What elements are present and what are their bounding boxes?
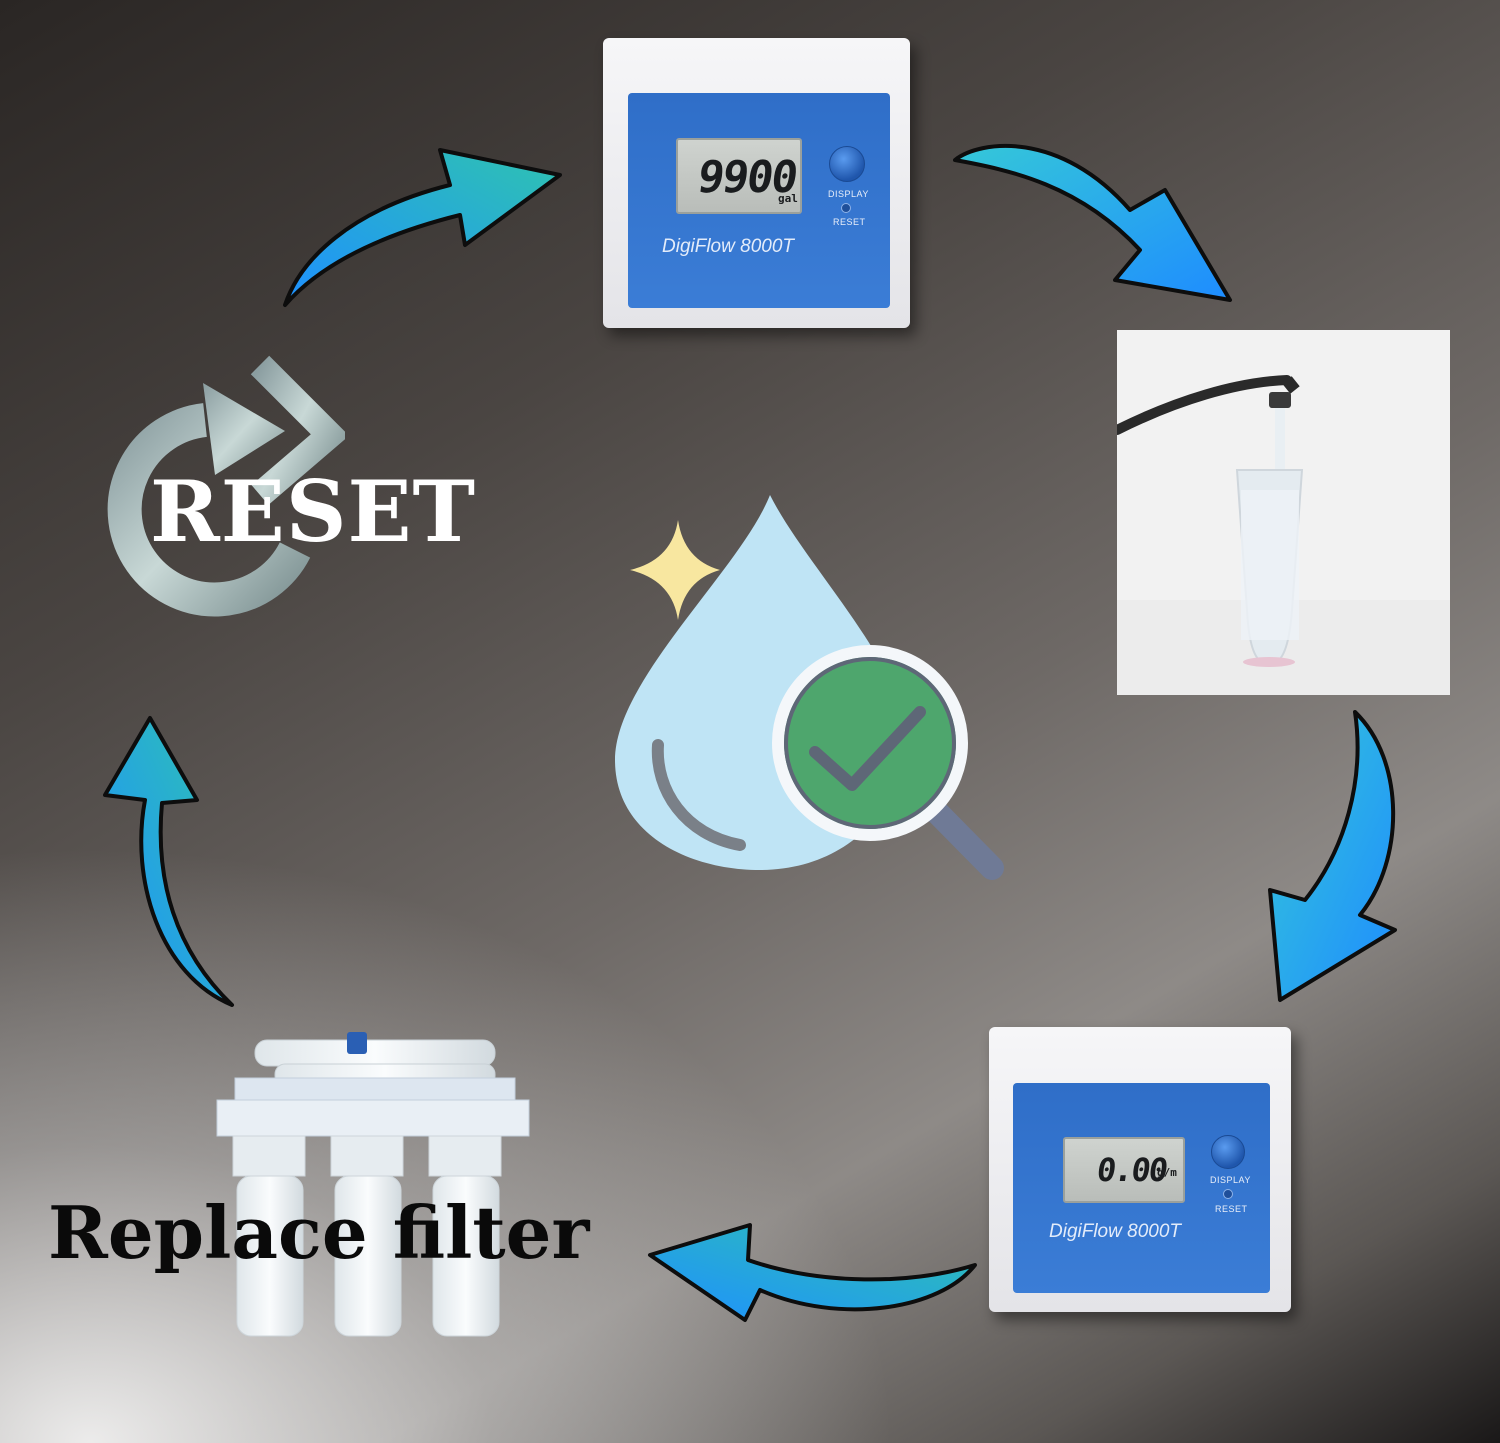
reset-step-label: RESET — [150, 462, 477, 561]
flow-arrow-icon — [953, 143, 1232, 302]
sparkle-icon — [630, 520, 720, 620]
meter-brand: DigiFlow 8000T — [1049, 1221, 1181, 1242]
reset-cycle-icon — [107, 355, 345, 617]
meter-brand: DigiFlow 8000T — [662, 236, 794, 257]
display-label: DISPLAY — [828, 189, 869, 199]
meter-unit: gal — [778, 192, 798, 205]
reset-label: RESET — [1215, 1204, 1248, 1214]
meter-lcd: 0.00 g/m — [1063, 1137, 1185, 1203]
meter-panel: 9900 gal DISPLAY RESET DigiFlow 8000T — [628, 93, 890, 308]
meter-panel: 0.00 g/m DISPLAY RESET DigiFlow 8000T — [1013, 1083, 1270, 1293]
reset-led — [1223, 1189, 1233, 1199]
flow-arrow-icon — [283, 148, 562, 307]
display-button[interactable] — [1211, 1135, 1245, 1169]
filter-system-illustration — [216, 1032, 530, 1337]
meter-unit: g/m — [1157, 1166, 1177, 1179]
meter-lcd: 9900 gal — [676, 138, 802, 214]
reset-label: RESET — [833, 217, 866, 227]
flow-meter-bottom: 0.00 g/m DISPLAY RESET DigiFlow 8000T — [989, 1027, 1291, 1312]
reset-led — [841, 203, 851, 213]
faucet-glass-illustration — [1112, 330, 1450, 695]
display-label: DISPLAY — [1210, 1175, 1251, 1185]
flow-arrow-icon — [648, 1223, 977, 1322]
faucet-glass-photo — [1112, 330, 1450, 695]
flow-arrow-icon — [103, 716, 234, 1007]
replace-filter-label: Replace filter — [48, 1190, 590, 1275]
flow-arrow-icon — [1268, 710, 1397, 1002]
water-drop-check-icon — [615, 495, 1004, 880]
flow-meter-top: 9900 gal DISPLAY RESET DigiFlow 8000T — [603, 38, 910, 328]
display-button[interactable] — [829, 146, 865, 182]
